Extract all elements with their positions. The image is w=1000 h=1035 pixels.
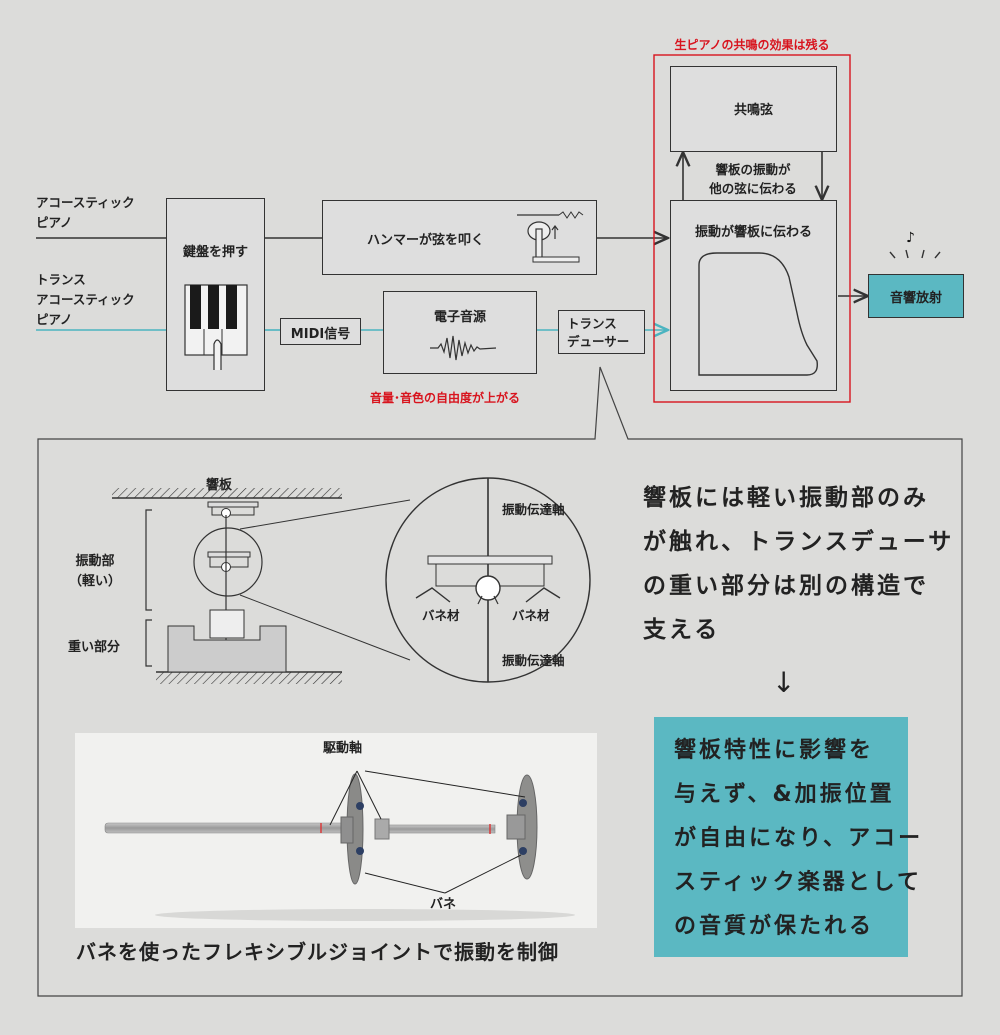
vibrating-part-label: 振動部 （軽い） xyxy=(68,554,121,589)
volume-note: 音量･音色の自由度が上がる xyxy=(370,391,521,405)
spring-right-label: バネ材 xyxy=(512,608,550,623)
keyboard-box: 鍵盤を押す xyxy=(166,198,265,391)
resonance-region xyxy=(653,54,851,403)
waveform-icon xyxy=(430,335,497,361)
soundboard-label: 振動が響板に伝わる xyxy=(694,225,812,240)
result-box: 響板特性に影響を 与えず、&加振位置 が自由になり、アコー スティック楽器として… xyxy=(654,717,920,957)
photo-caption: バネを使ったフレキシブルジョイントで振動を制御 xyxy=(76,940,559,964)
statement-text: 響板には軽い振動部のみ が触れ、トランスデューサ の重い部分は別の構造で 支える xyxy=(643,485,955,643)
hammer-icon xyxy=(517,211,584,263)
joint-photo: 駆動軸 バネ xyxy=(75,733,597,928)
midi-label: MIDI信号 xyxy=(290,327,351,342)
shaft-top-label: 振動伝達軸 xyxy=(502,502,565,517)
strings-box: 共鳴弦 xyxy=(670,66,837,152)
transducer-label: トランス デューサー xyxy=(567,316,630,349)
output-label: 音響放射 xyxy=(889,291,942,306)
soundboard-to-strings-label: 響板の振動が 他の弦に伝わる xyxy=(709,162,797,196)
soundboard-box: 振動が響板に伝わる xyxy=(670,200,837,391)
transducer-box: トランス デューサー xyxy=(558,310,645,354)
resonance-note: 生ピアノの共鳴の効果は残る xyxy=(674,38,830,52)
soundboard-detail-label: 響板 xyxy=(206,478,233,493)
keyboard-label: 鍵盤を押す xyxy=(182,245,248,260)
joint-photo-drawing xyxy=(104,770,575,921)
strings-label: 共鳴弦 xyxy=(733,103,773,118)
cross-section-diagram xyxy=(112,477,591,684)
spring-left-label: バネ材 xyxy=(422,608,460,623)
piano-keys-icon xyxy=(184,284,248,370)
result-text: 響板特性に影響を 与えず、&加振位置 が自由になり、アコー スティック楽器として… xyxy=(674,738,924,939)
hammer-box: ハンマーが弦を叩く xyxy=(322,200,597,275)
svg-text:♪: ♪ xyxy=(906,230,915,246)
down-arrow-text: ↓ xyxy=(772,666,796,699)
drive-shaft-label: 駆動軸 xyxy=(323,741,363,756)
sound-emission-icon: ♪ xyxy=(889,230,941,259)
shaft-bottom-label: 振動伝達軸 xyxy=(502,653,565,668)
soundboard-shape-icon xyxy=(698,252,818,376)
sound-source-box: 電子音源 xyxy=(383,291,537,374)
heavy-part-label: 重い部分 xyxy=(68,640,121,655)
hammer-label: ハンマーが弦を叩く xyxy=(367,233,485,248)
flow-lines xyxy=(36,54,1000,403)
acoustic-piano-label: アコースティック ピアノ xyxy=(36,195,135,230)
trans-piano-label: トランス アコースティック ピアノ xyxy=(36,272,135,327)
output-box: 音響放射 xyxy=(868,274,964,318)
spring-photo-label: バネ xyxy=(430,897,457,912)
sound-source-label: 電子音源 xyxy=(433,310,486,325)
detail-panel-frame xyxy=(37,366,963,997)
midi-box: MIDI信号 xyxy=(280,318,361,345)
